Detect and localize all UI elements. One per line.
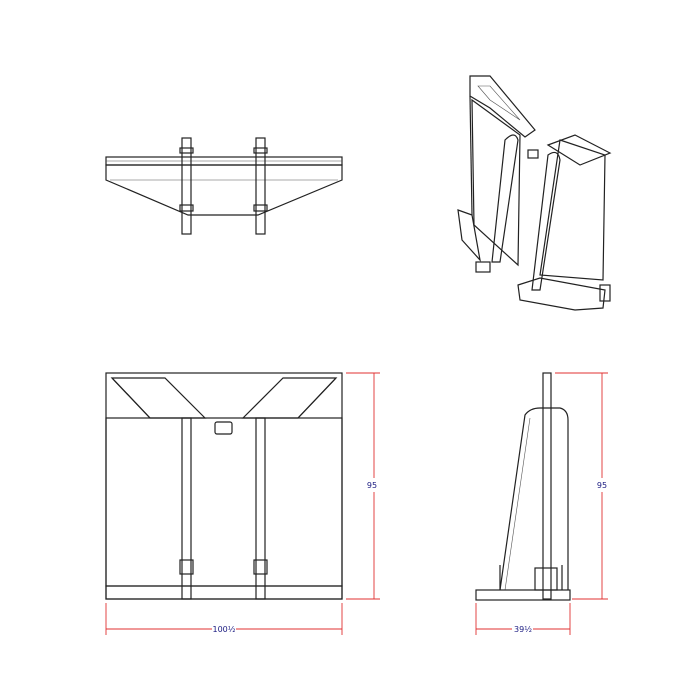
side-depth-label: 39½ (514, 625, 532, 634)
dimension-side-depth (475, 603, 571, 635)
dimension-front-height (346, 372, 380, 600)
front-height-label: 95 (367, 481, 377, 490)
side-height-label: 95 (597, 481, 607, 490)
dimension-side-height (555, 372, 608, 600)
dimension-front-width (105, 603, 343, 635)
front-view (105, 372, 343, 600)
isometric-view (457, 75, 612, 311)
side-view (475, 372, 571, 601)
top-view (105, 137, 343, 235)
front-width-label: 100½ (212, 625, 235, 634)
